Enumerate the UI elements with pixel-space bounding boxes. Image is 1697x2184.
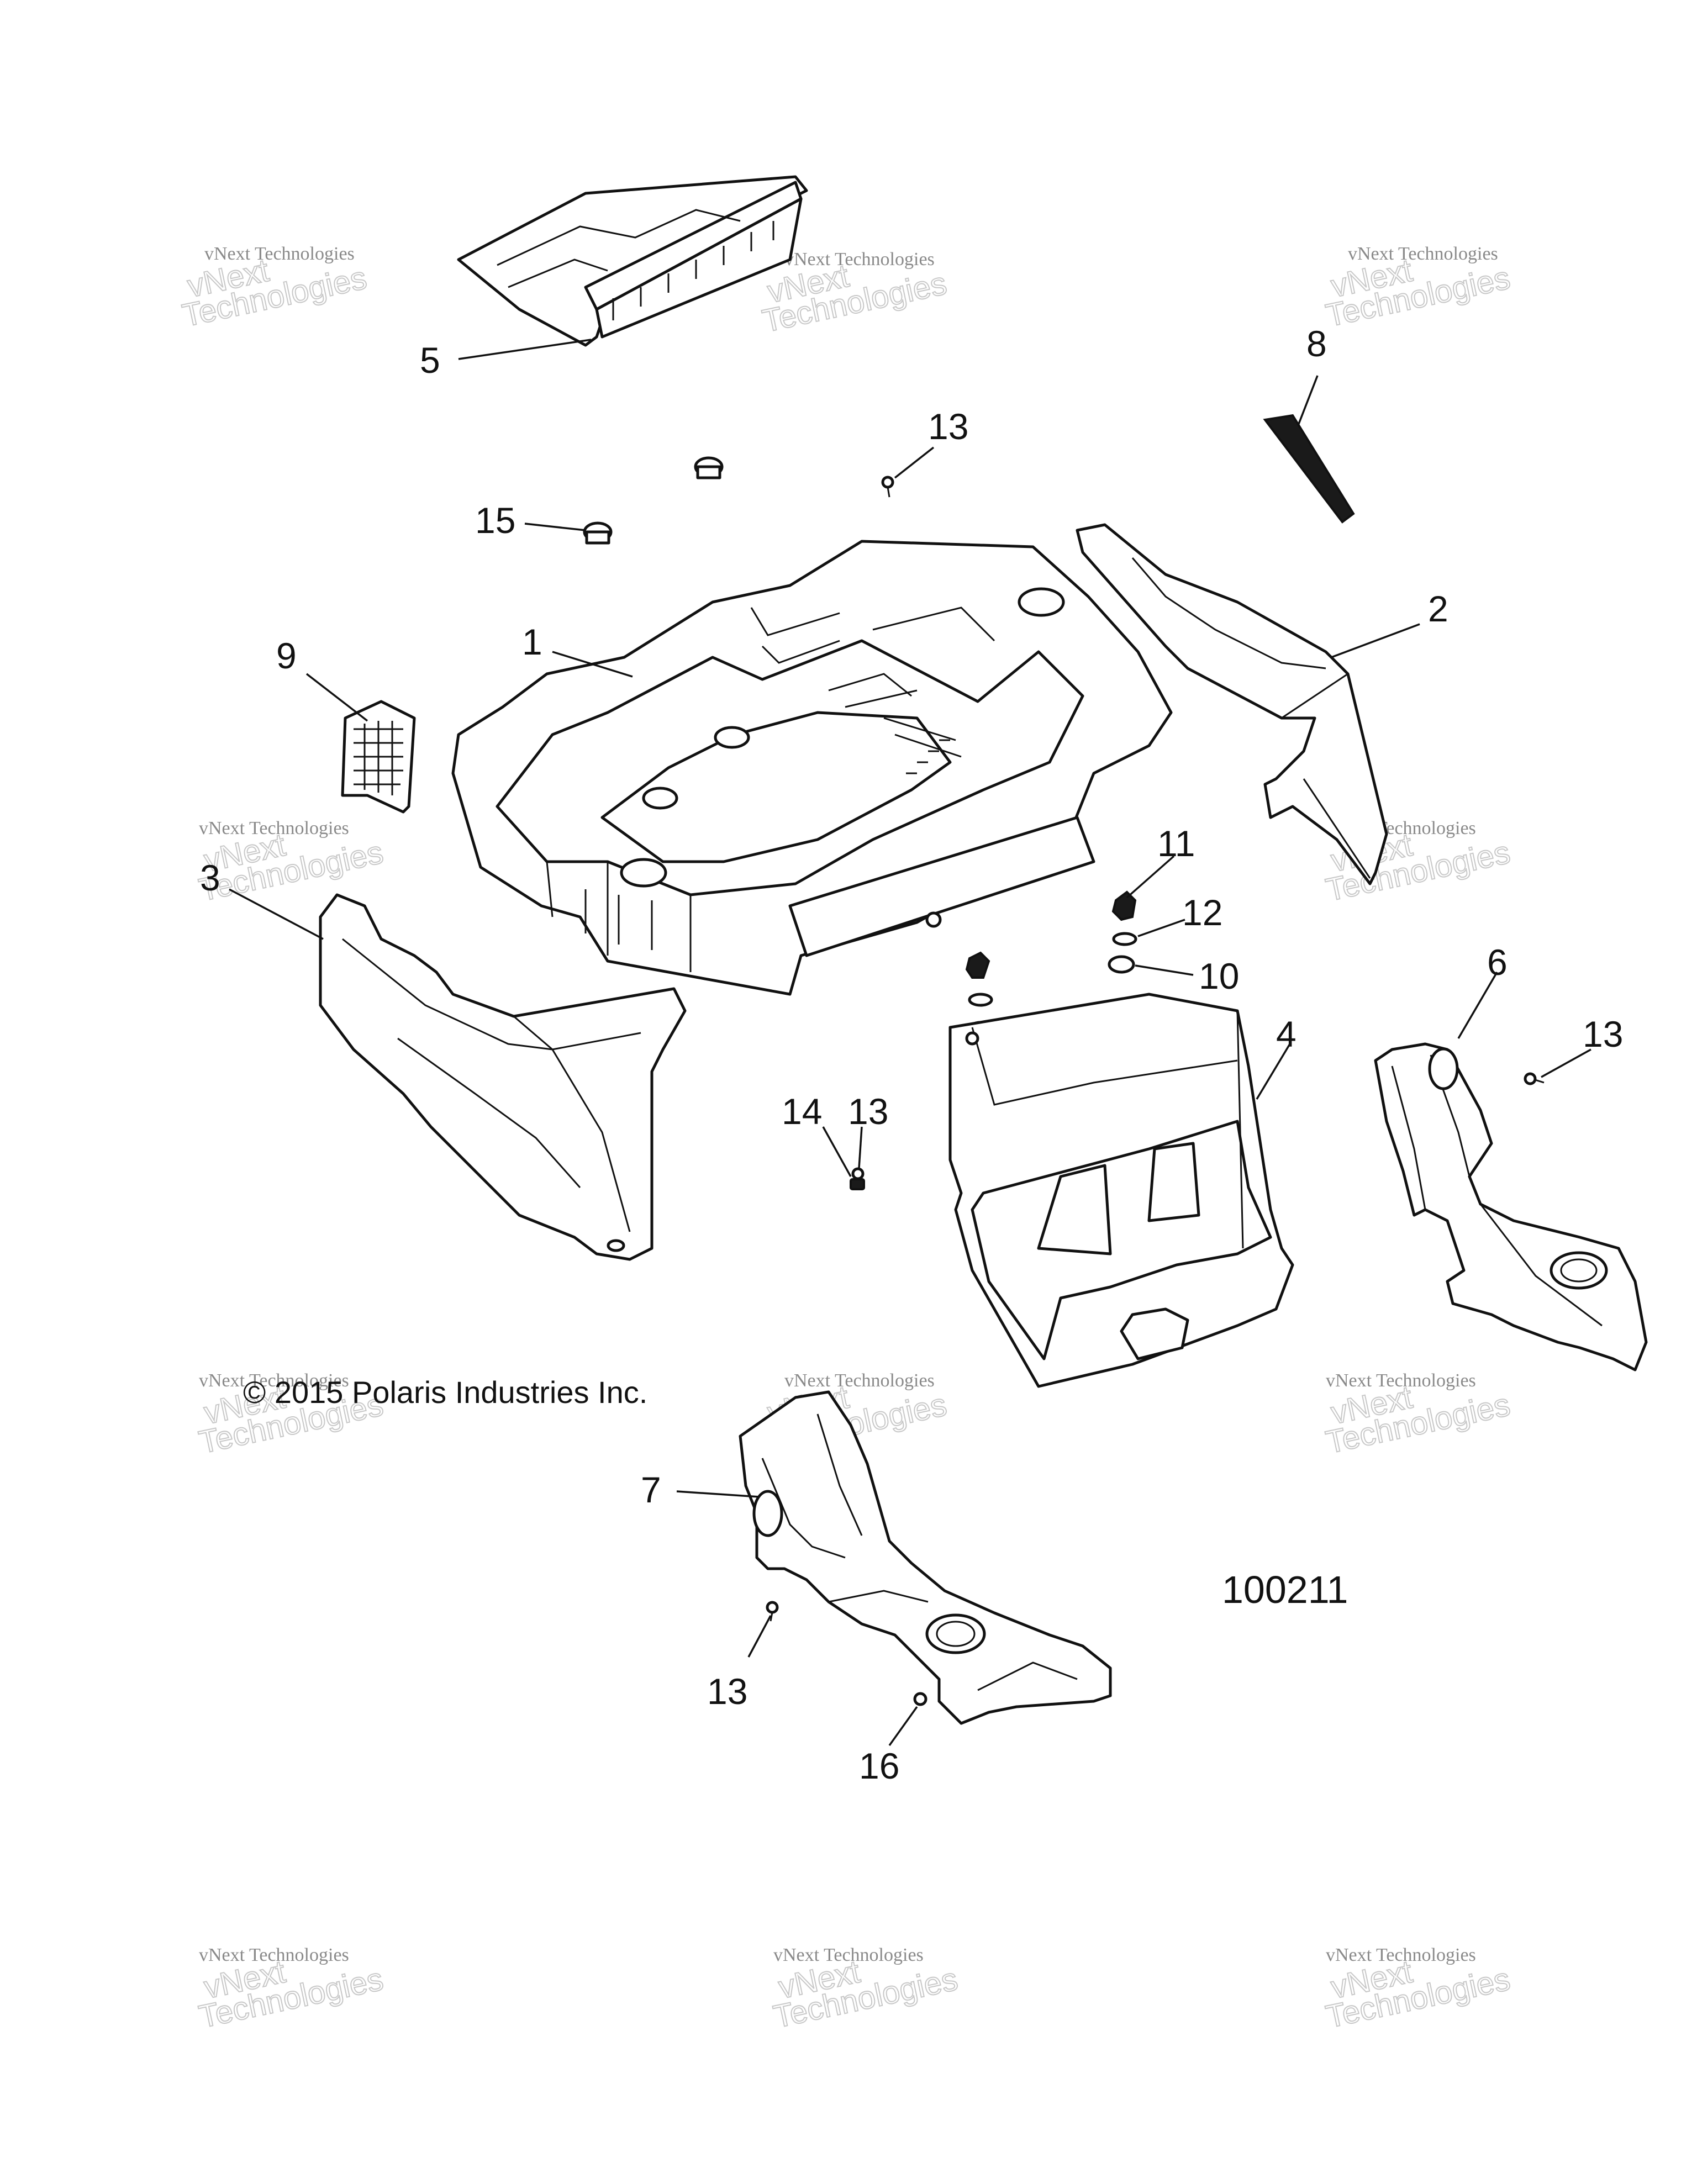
part-15-grommets xyxy=(583,456,724,545)
callout-11: 11 xyxy=(1157,823,1195,864)
callout-1: 1 xyxy=(522,621,542,662)
callout-7: 7 xyxy=(641,1469,661,1510)
callout-13-bottom: 13 xyxy=(707,1671,747,1712)
part-7-left-front-panel xyxy=(739,1390,1112,1725)
watermark-2: vNext Technologies vNext Technologies xyxy=(759,249,951,340)
leader-lines xyxy=(229,339,1591,1747)
part-8-trim-piece xyxy=(1263,414,1355,524)
part-9-vent-grille xyxy=(341,700,416,814)
svg-text:vNext Technologies: vNext Technologies xyxy=(784,249,935,270)
callout-16: 16 xyxy=(859,1745,899,1786)
svg-text:vNext Technologies: vNext Technologies xyxy=(199,818,349,838)
callout-13-right: 13 xyxy=(1583,1014,1623,1054)
callout-14: 14 xyxy=(782,1091,822,1132)
svg-text:vNext Technologies: vNext Technologies xyxy=(1326,1370,1476,1391)
part-6-right-front-panel xyxy=(1374,1042,1648,1371)
part-11-bolts xyxy=(965,890,1137,979)
copyright-notice: © 2015 Polaris Industries Inc. xyxy=(243,1375,648,1410)
part-3-left-side-panel xyxy=(319,893,687,1261)
callout-8: 8 xyxy=(1306,323,1327,364)
part-5-storage-tray xyxy=(457,175,808,347)
callout-10: 10 xyxy=(1199,956,1239,996)
watermark-11: vNext Technologies vNext Technologies xyxy=(770,1945,962,2035)
part-13-screws xyxy=(766,476,1545,1622)
drawing-number: 100211 xyxy=(1222,1568,1348,1611)
part-12-washers xyxy=(968,932,1137,1007)
part-16-fastener xyxy=(913,1692,927,1706)
part-14-clip xyxy=(850,1178,865,1190)
part-2-right-side-panel xyxy=(1076,523,1388,885)
callout-5: 5 xyxy=(420,340,440,381)
watermark-3: vNext Technologies vNext Technologies xyxy=(1322,244,1514,334)
watermark-10: vNext Technologies vNext Technologies xyxy=(196,1945,387,2035)
watermark-12: vNext Technologies vNext Technologies xyxy=(1322,1945,1514,2035)
watermark-9: vNext Technologies vNext Technologies xyxy=(1322,1370,1514,1461)
svg-text:vNext Technologies: vNext Technologies xyxy=(199,1945,349,1965)
callout-13-middle: 13 xyxy=(848,1091,888,1132)
svg-text:vNext Technologies: vNext Technologies xyxy=(784,1370,935,1391)
part-4-lower-tray xyxy=(948,993,1294,1388)
callout-9: 9 xyxy=(276,635,297,676)
svg-text:vNext Technologies: vNext Technologies xyxy=(773,1945,924,1965)
watermark-4: vNext Technologies vNext Technologies xyxy=(196,818,387,909)
callout-3: 3 xyxy=(200,857,220,898)
callout-13-top: 13 xyxy=(928,406,968,447)
callout-2: 2 xyxy=(1428,588,1448,629)
watermarks: vNext Technologies vNext Technologies vN… xyxy=(179,244,1514,2035)
callout-15: 15 xyxy=(475,500,515,541)
svg-text:vNext Technologies: vNext Technologies xyxy=(1326,1945,1476,1965)
svg-text:vNext Technologies: vNext Technologies xyxy=(1348,244,1498,264)
callout-12: 12 xyxy=(1182,892,1222,933)
callout-6: 6 xyxy=(1487,942,1508,983)
svg-text:vNext Technologies: vNext Technologies xyxy=(204,244,355,264)
part-1-cargo-box xyxy=(451,540,1173,996)
svg-text:vNext Technologies: vNext Technologies xyxy=(199,1370,349,1391)
callout-labels: 5 8 13 15 1 2 9 3 11 12 10 6 13 4 14 13 … xyxy=(200,323,1623,1786)
watermark-1: vNext Technologies vNext Technologies xyxy=(179,244,371,334)
callout-4: 4 xyxy=(1276,1014,1297,1054)
